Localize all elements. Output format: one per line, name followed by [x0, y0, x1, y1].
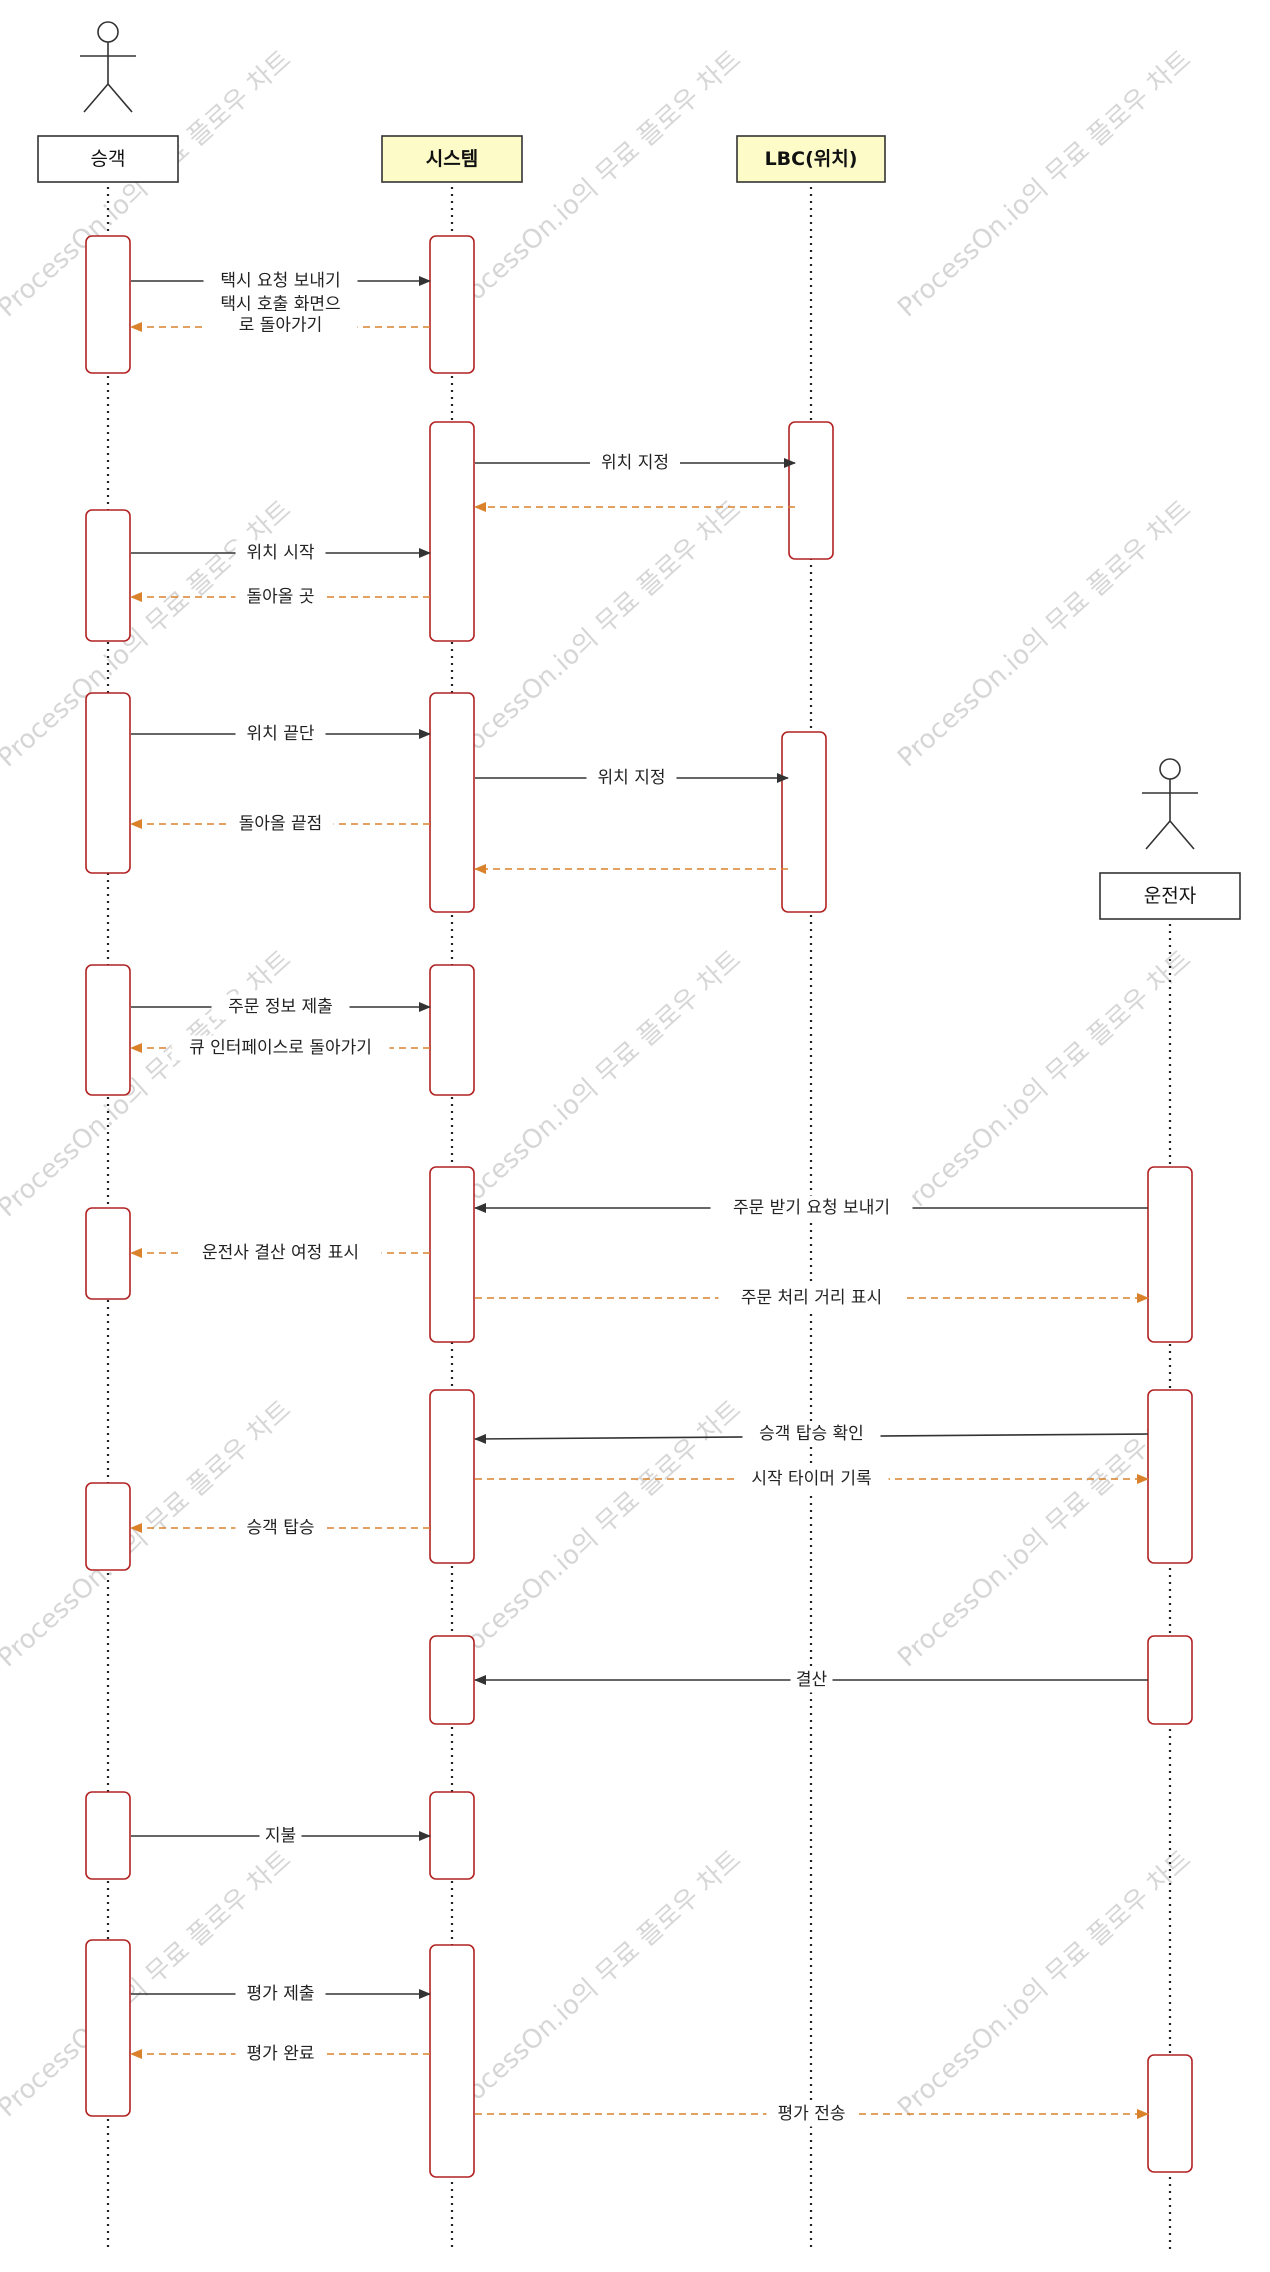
message-label: 위치 지정: [601, 453, 669, 473]
activation-bars: [85, 235, 1193, 2178]
lifelines: [106, 159, 1172, 2250]
message-label-bg: [718, 1285, 905, 1311]
watermark-text: ProcessOn.io의 무료 플로우 차트: [442, 945, 747, 1224]
message-label-bg: [734, 1466, 889, 1492]
participant-passenger-label: 승객: [91, 148, 126, 170]
message-label: 돌아올 끝점: [239, 814, 323, 834]
message-label: 위치 끝단: [247, 724, 315, 744]
message-label-bg: [790, 1667, 833, 1693]
message-label: 위치 시작: [247, 543, 315, 563]
participant-driver-box: [1099, 872, 1241, 920]
activation-bar-lbc: [788, 421, 834, 560]
activation-bar-driver: [1147, 1389, 1193, 1564]
activation-bar-passenger: [85, 692, 131, 874]
message-label: 위치 지정: [598, 768, 666, 788]
message-label-bg: [235, 721, 326, 747]
activation-bar-system: [429, 421, 475, 642]
activation-bar-system: [429, 692, 475, 913]
participant-system-box: [381, 135, 523, 183]
activation-bar-driver: [1147, 2054, 1193, 2173]
activation-bar-system: [429, 1166, 475, 1343]
activation-bar-passenger: [85, 1791, 131, 1880]
message-label-bg: [259, 1823, 302, 1849]
watermark-text: ProcessOn.io의 무료 플로우 차트: [442, 45, 747, 324]
message-label-bg: [211, 994, 350, 1020]
participant-lbc-box: [736, 135, 886, 183]
message-label: 평가 전송: [778, 2104, 846, 2124]
message-label: 지불: [265, 1826, 296, 1846]
message-label: 큐 인터페이스로 돌아가기: [189, 1038, 372, 1058]
activation-bar-system: [429, 1944, 475, 2178]
message-label: 주문 정보 제출: [228, 997, 333, 1017]
activation-bar-passenger: [85, 235, 131, 374]
activation-bar-system: [429, 235, 475, 374]
message-label: 택시 호출 화면으: [220, 295, 340, 315]
message-label: 택시 요청 보내기: [220, 271, 340, 291]
participant-system-label: 시스템: [426, 148, 478, 170]
activation-bar-driver: [1147, 1166, 1193, 1343]
watermark-text: ProcessOn.io의 무료 플로우 차트: [442, 1845, 747, 2124]
message-label-bg: [235, 2041, 326, 2067]
message-label-bg: [586, 765, 677, 791]
message-label-bg: [235, 584, 326, 610]
activation-bar-passenger: [85, 964, 131, 1096]
message-label: 운전사 결산 여정 표시: [202, 1243, 359, 1263]
message-label-bg: [203, 292, 358, 338]
activation-bar-system: [429, 1635, 475, 1725]
participant-lbc-label: LBC(위치): [765, 148, 858, 170]
activation-bar-system: [429, 1791, 475, 1880]
activation-bar-lbc: [781, 731, 827, 913]
participant-passenger-box: [37, 135, 179, 183]
participant-driver-label: 운전자: [1144, 885, 1196, 907]
message-label: 돌아올 곳: [247, 587, 315, 607]
message-label-bg: [742, 1421, 881, 1447]
message-label-bg: [235, 1981, 326, 2007]
activation-bar-passenger: [85, 1939, 131, 2117]
actor-driver-icon: [1142, 758, 1198, 850]
activation-bar-system: [429, 964, 475, 1096]
message-label: 주문 처리 거리 표시: [741, 1288, 882, 1308]
message-label: 평가 완료: [247, 2044, 315, 2064]
watermark-text: ProcessOn.io의 무료 플로우 차트: [442, 495, 747, 774]
message-label-bg: [235, 1515, 326, 1541]
activation-bar-passenger: [85, 1482, 131, 1571]
message-label-bg: [590, 450, 680, 476]
message-label-bg: [227, 811, 334, 837]
message-label-bg: [766, 2101, 857, 2127]
watermark-text: ProcessOn.io의 무료 플로우 차트: [892, 45, 1197, 324]
message-label-bg: [171, 1035, 390, 1061]
watermark-text: ProcessOn.io의 무료 플로우 차트: [0, 945, 297, 1224]
participant-headers: 승객 시스템 LBC(위치) 운전자: [37, 21, 1241, 920]
activation-bar-driver: [1147, 1635, 1193, 1725]
message-label-bg: [203, 268, 358, 294]
message-label-bg: [710, 1195, 913, 1221]
message-label: 결산: [796, 1670, 828, 1690]
message-label: 로 돌아가기: [239, 316, 323, 336]
watermark-layer: ProcessOn.io의 무료 플로우 차트 ProcessOn.io의 무료 …: [0, 45, 1197, 2124]
message-label: 주문 받기 요청 보내기: [733, 1198, 890, 1218]
watermark-text: ProcessOn.io의 무료 플로우 차트: [892, 495, 1197, 774]
message-label: 평가 제출: [247, 1984, 315, 2004]
activation-bar-passenger: [85, 1207, 131, 1300]
activation-bar-system: [429, 1389, 475, 1564]
activation-bar-passenger: [85, 509, 131, 642]
actor-passenger-icon: [80, 21, 136, 113]
message-label: 시작 타이머 기록: [751, 1469, 871, 1489]
message-label: 승객 탑승: [247, 1518, 315, 1538]
message-label: 승객 탑승 확인: [759, 1424, 864, 1444]
message-label-bg: [235, 540, 326, 566]
message-label-bg: [179, 1240, 382, 1266]
